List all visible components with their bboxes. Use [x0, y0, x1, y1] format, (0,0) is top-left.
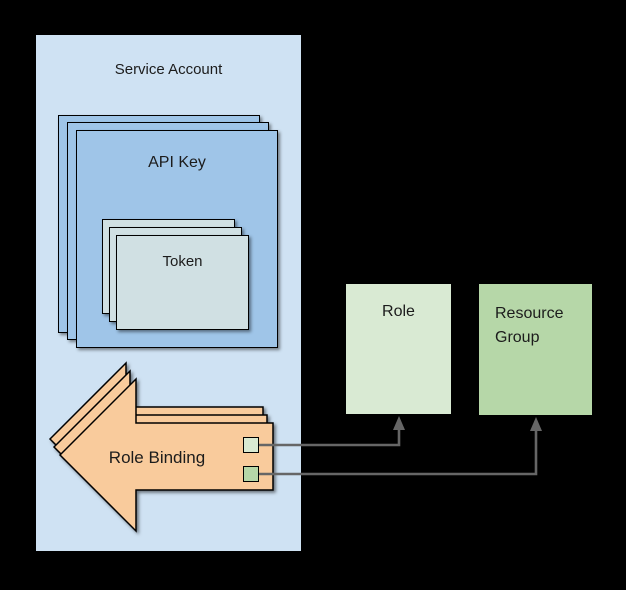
resource-group-port-square	[243, 466, 259, 482]
role-label: Role	[382, 303, 415, 320]
connector-resource-group-arrowhead-icon	[530, 417, 542, 431]
resource-group-box	[478, 283, 593, 416]
service-account-label: Service Account	[114, 61, 223, 78]
resource-group-label: Resource Group	[495, 305, 564, 346]
connector-role-arrowhead-icon	[393, 416, 405, 430]
token-card-front	[116, 235, 249, 330]
token-label: Token	[162, 253, 203, 270]
api-key-label: API Key	[148, 154, 206, 171]
role-binding-label: Role Binding	[108, 448, 206, 467]
role-box	[345, 283, 452, 415]
role-port-square	[243, 437, 259, 453]
